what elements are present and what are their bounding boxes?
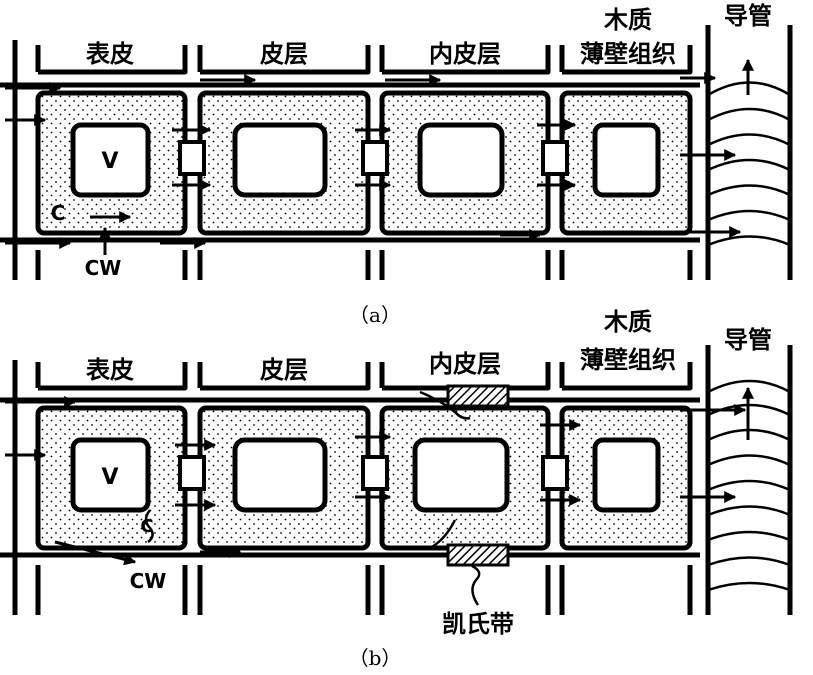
label-endodermis: 内皮层 — [429, 40, 501, 68]
plasmodesma — [541, 455, 569, 491]
vessel-walls — [705, 25, 793, 280]
epidermis-bracket — [35, 362, 188, 391]
label-xylem-prefix: 木质 — [603, 6, 652, 34]
vessel-walls — [705, 345, 793, 615]
cytoplasm-pointer — [144, 509, 154, 543]
vacuole — [232, 122, 328, 198]
casparian-strip-bottom — [446, 543, 510, 567]
plasmodesma — [178, 455, 206, 491]
top-wall-line — [0, 40, 700, 280]
vacuole — [592, 437, 661, 513]
label-vacuole: V — [101, 465, 118, 490]
vacuole — [70, 437, 151, 513]
vacuole — [70, 122, 151, 198]
label-cytoplasm: C — [51, 201, 66, 225]
endodermis-bracket — [379, 45, 551, 75]
label-endodermis: 内皮层 — [429, 350, 501, 378]
cortex-bracket — [197, 45, 371, 75]
label-cell-wall: CW — [130, 569, 167, 593]
label-xylem-prefix: 木质 — [603, 308, 652, 336]
vessel-rings — [707, 81, 791, 247]
vacuole — [232, 437, 328, 513]
label-vessel: 导管 — [724, 326, 772, 354]
plasmodesma — [178, 140, 206, 176]
vacuole — [412, 437, 510, 513]
label-epidermis: 表皮 — [86, 40, 134, 68]
caption-a: （a） — [349, 303, 401, 327]
label-cytoplasm: C — [140, 516, 153, 537]
endodermis-bracket — [379, 362, 551, 391]
casparian-pointer — [471, 564, 481, 606]
bottom-wall-ticks — [35, 250, 693, 280]
vacuole — [417, 122, 505, 198]
parenchyma-bracket — [559, 45, 693, 75]
panel-b: 表皮 皮层 内皮层 木质 薄壁组织 导管 V C CW 凯氏带 （b） — [0, 308, 793, 670]
plasmodesma — [361, 140, 389, 176]
blocked-path-top — [419, 390, 471, 420]
blocked-path-bottom — [429, 519, 457, 550]
cortex-bracket — [197, 362, 371, 391]
bottom-wall-ticks — [35, 565, 693, 615]
plasmodesma — [541, 140, 569, 176]
plasmodesma — [361, 455, 389, 491]
epidermis-bracket — [35, 45, 188, 75]
label-xylem-parenchyma: 薄壁组织 — [580, 40, 676, 68]
label-cortex: 皮层 — [260, 356, 308, 384]
label-epidermis: 表皮 — [86, 356, 134, 384]
vacuole — [592, 122, 661, 198]
parenchyma-bracket — [559, 362, 693, 391]
flow-arrows — [5, 58, 754, 255]
panel-a: 表皮 皮层 内皮层 木质 薄壁组织 导管 V C CW （a） — [0, 2, 793, 327]
label-vessel: 导管 — [724, 2, 772, 30]
label-vacuole: V — [101, 149, 118, 174]
label-cell-wall: CW — [85, 256, 122, 280]
label-cortex: 皮层 — [260, 40, 308, 68]
casparian-strip-top — [446, 384, 510, 408]
flow-arrows — [5, 386, 754, 566]
label-xylem-parenchyma: 薄壁组织 — [580, 346, 676, 374]
label-casparian-strip: 凯氏带 — [442, 610, 514, 638]
caption-b: （b） — [349, 646, 402, 670]
